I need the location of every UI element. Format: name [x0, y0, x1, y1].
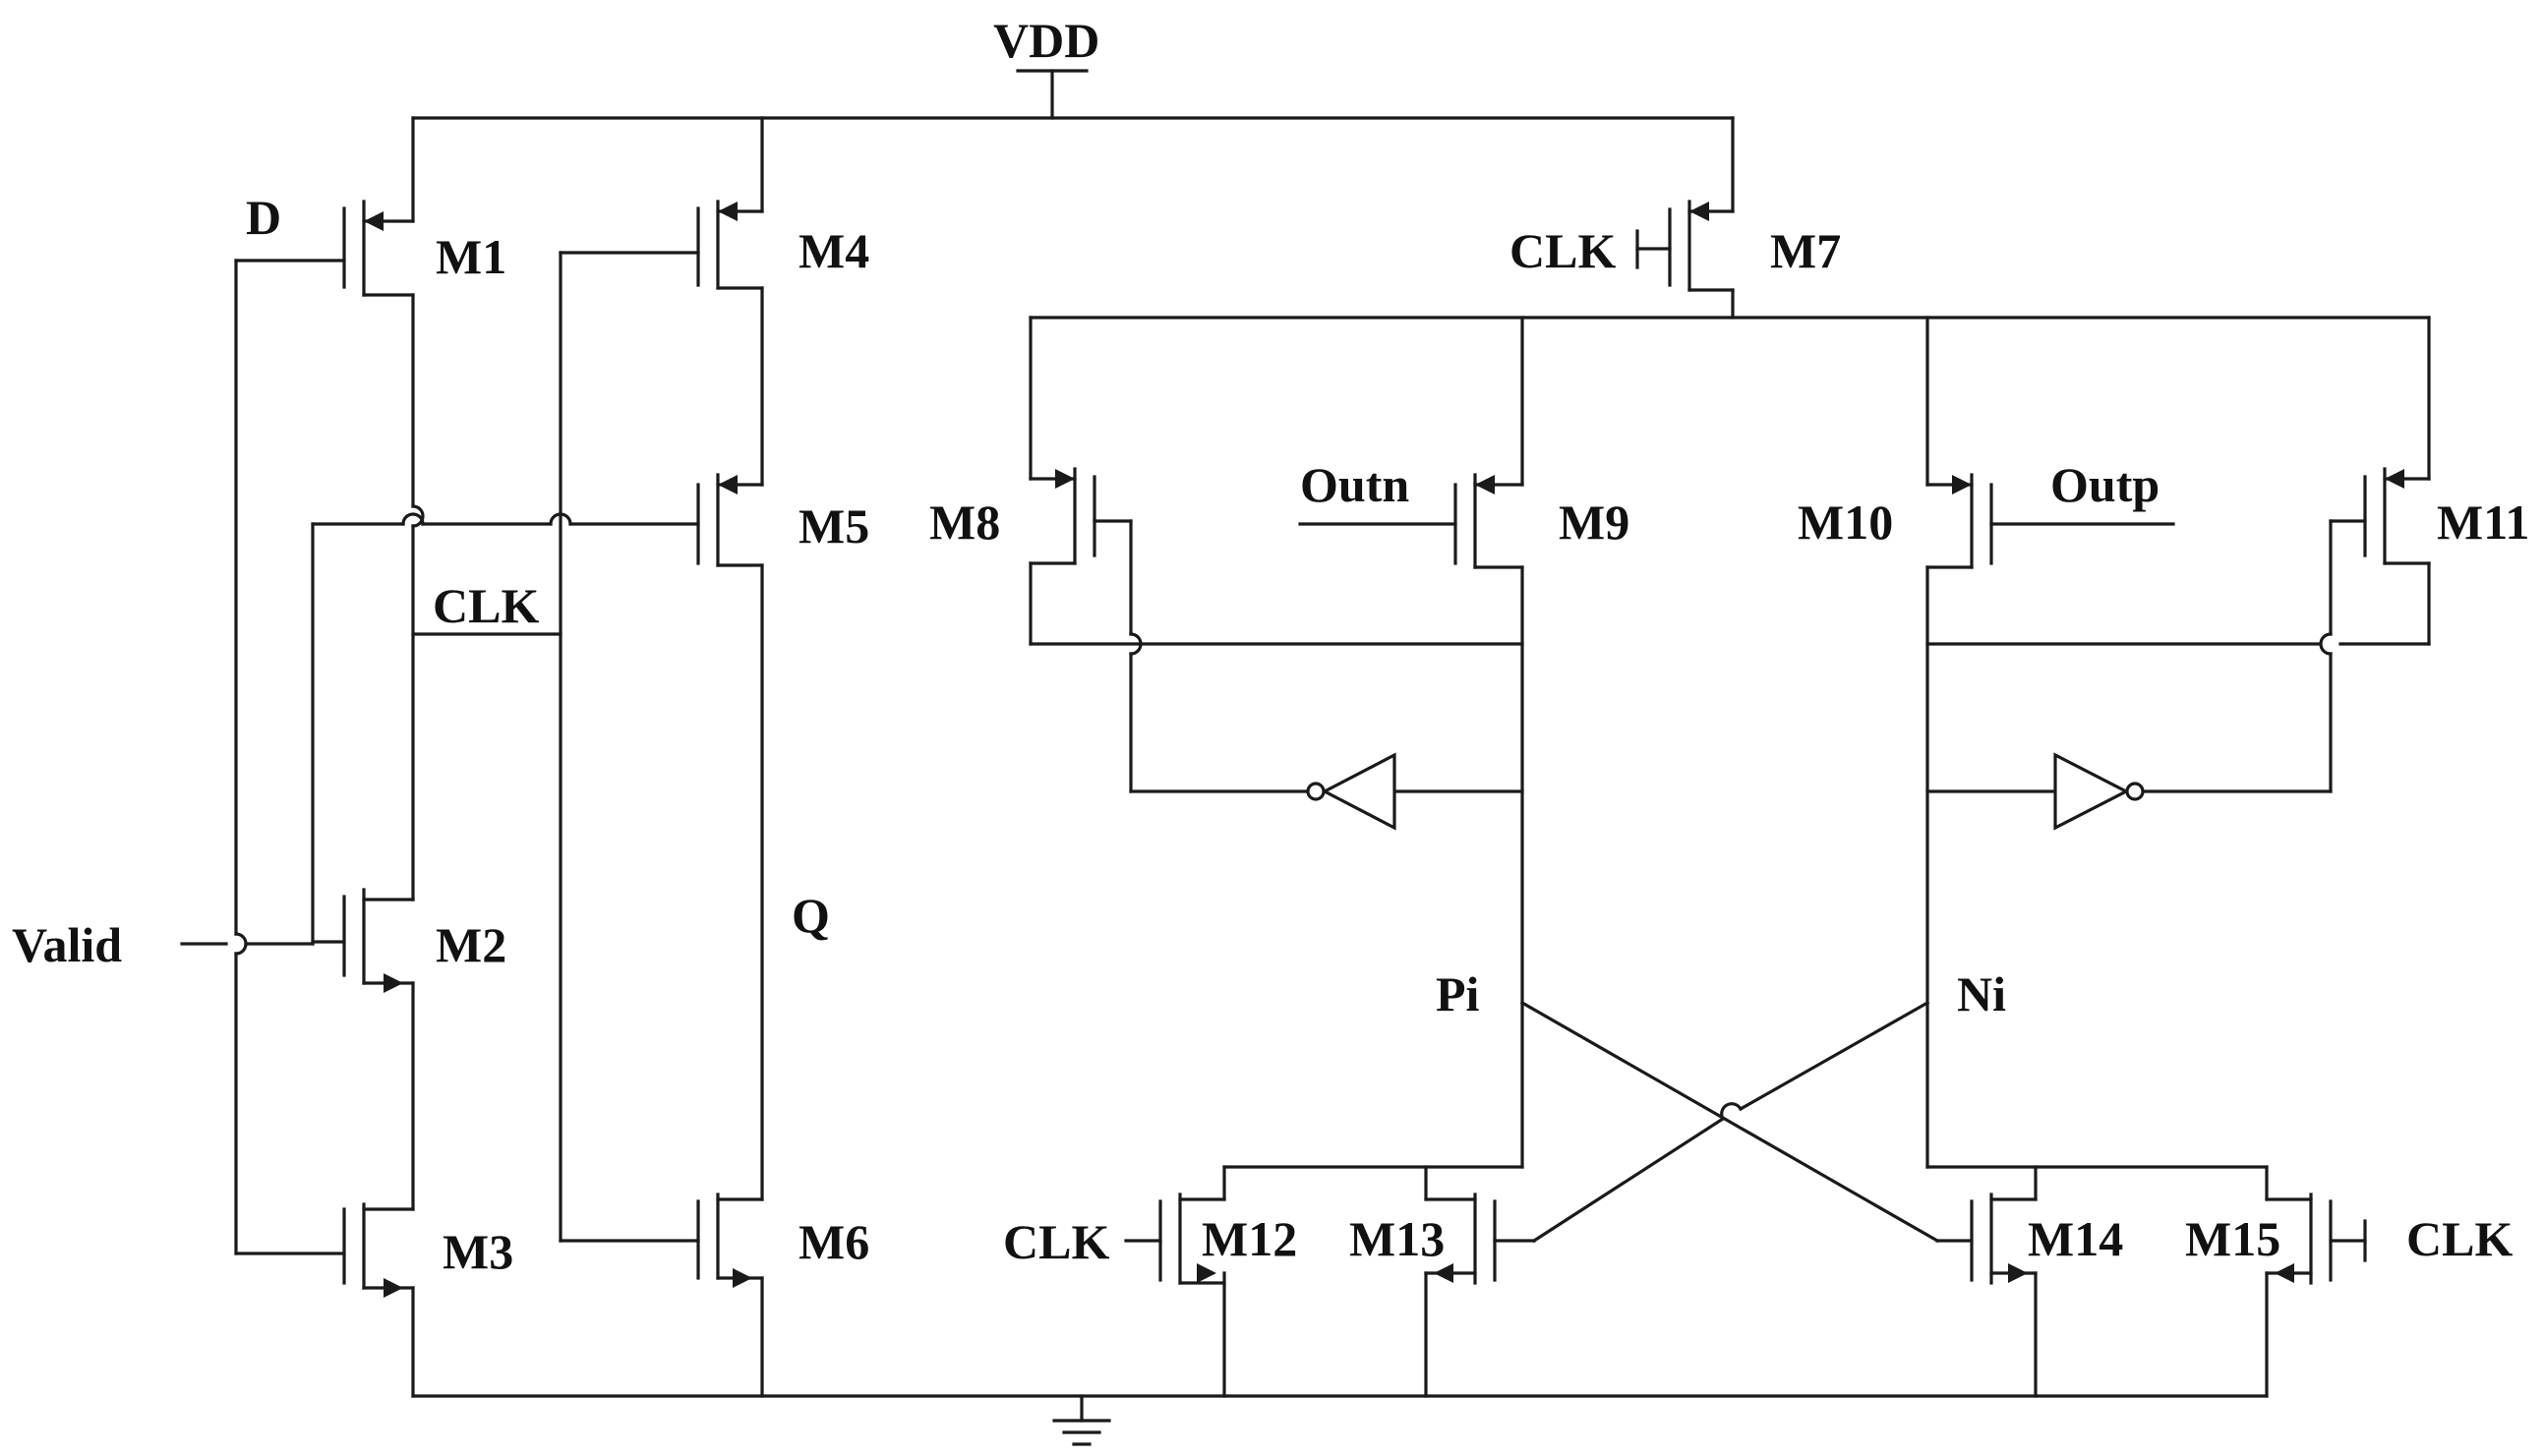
m11-label: M11	[2437, 495, 2529, 550]
m6-label: M6	[799, 1214, 869, 1269]
ground-rail	[411, 1394, 2269, 1446]
m2-label: M2	[436, 917, 506, 972]
m5-label: M5	[799, 498, 869, 553]
cross-coupling	[1493, 1000, 1974, 1244]
transistor-m8: M8	[929, 316, 1133, 646]
transistor-m1: M1	[234, 116, 506, 297]
q-label: Q	[792, 888, 830, 943]
m15-label: M15	[2185, 1211, 2280, 1266]
vdd-label: VDD	[993, 13, 1099, 68]
m8-label: M8	[929, 495, 1000, 550]
outn-label: Outn	[1300, 457, 1409, 512]
transistor-m9: Outn M9	[1298, 316, 1629, 569]
outp-label: Outp	[2050, 457, 2159, 512]
m3-label: M3	[443, 1224, 513, 1279]
transistor-m13: M13	[1349, 1165, 1497, 1398]
m4-label: M4	[799, 223, 869, 278]
clk-m12-label: CLK	[1003, 1214, 1109, 1269]
valid-input: Valid	[12, 917, 315, 972]
transistor-m11: M11	[2329, 316, 2529, 646]
m7-label: M7	[1770, 223, 1841, 278]
transistor-m3: M3	[234, 1202, 513, 1298]
m13-label: M13	[1349, 1211, 1445, 1266]
m1-label: M1	[436, 229, 506, 284]
m9-label: M9	[1559, 495, 1629, 550]
m12-label: M12	[1202, 1211, 1297, 1266]
transistor-m10: Outp M10	[1798, 316, 2175, 569]
valid-label: Valid	[12, 917, 122, 972]
transistor-m4: M4	[696, 116, 869, 290]
transistor-m12: CLK M12	[1003, 1165, 1297, 1398]
transistor-m14: M14	[1970, 1165, 2123, 1398]
transistor-m15: M15 CLK	[2185, 1165, 2513, 1398]
clk-m15-label: CLK	[2406, 1211, 2513, 1266]
clk-m7-label: CLK	[1509, 223, 1616, 278]
inverter-right	[1925, 752, 2145, 831]
transistor-m2: M2	[311, 888, 506, 993]
pi-label: Pi	[1436, 966, 1480, 1021]
inverter-left	[1306, 752, 1524, 831]
m14-label: M14	[2028, 1211, 2123, 1266]
ni-label: Ni	[1957, 966, 2006, 1021]
clk-mid-label: CLK	[433, 578, 539, 633]
d-label: D	[246, 190, 281, 245]
m10-label: M10	[1798, 495, 1893, 550]
vdd-supply: VDD	[411, 13, 1735, 120]
transistor-m5: M5	[696, 473, 869, 567]
transistor-m6: M6	[696, 1193, 869, 1288]
transistor-m7: CLK M7	[1509, 116, 1841, 292]
